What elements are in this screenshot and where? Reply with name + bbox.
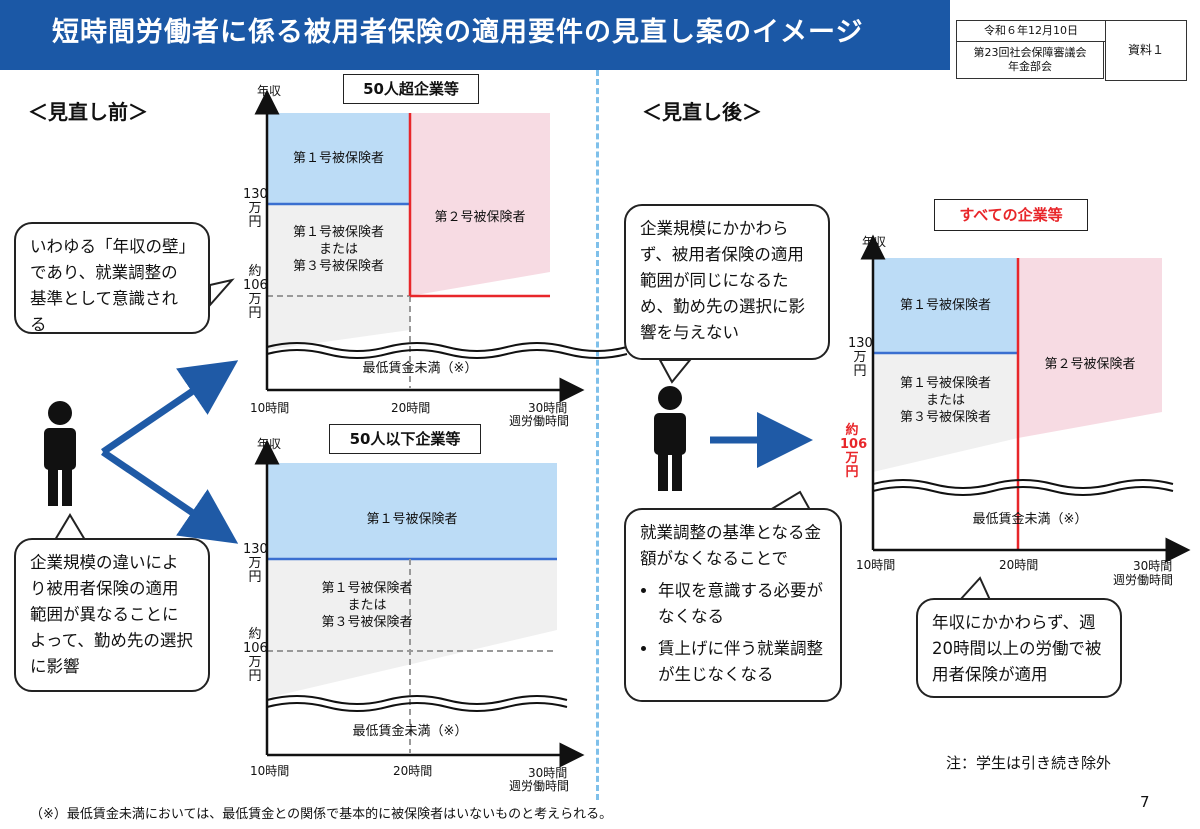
- chart-title-small: 50人以下企業等: [329, 424, 481, 454]
- ins1-area-all: [873, 258, 1018, 353]
- chart-small: [254, 439, 585, 768]
- y-axis-label-all: 年収: [862, 235, 887, 249]
- wave-small: [266, 695, 568, 712]
- page-title: 短時間労働者に係る被用者保険の適用要件の見直し案のイメージ: [52, 17, 864, 48]
- bullet-1: 年収を意識する必要がなくなる: [658, 578, 826, 630]
- after-heading: ＜見直し後＞: [642, 100, 762, 124]
- ins1or3-label-small: 第１号被保険者または第３号被保険者: [321, 581, 413, 630]
- x-unit-all: 週労働時間: [1113, 573, 1174, 587]
- bubble-no-threshold: 就業調整の基準となる金額がなくなることで 年収を意識する必要がなくなる 賃上げに…: [624, 508, 842, 702]
- before-heading: ＜見直し前＞: [28, 100, 148, 124]
- x-unit-large: 週労働時間: [509, 414, 570, 428]
- x-tick-30-large: 30時間: [528, 401, 568, 415]
- x-tick-10-all: 10時間: [856, 558, 896, 572]
- arrow-up-icon: [101, 360, 239, 455]
- header-bar: [0, 0, 950, 70]
- person-icon-left: [44, 401, 76, 506]
- chart-title-all: すべての企業等: [934, 199, 1088, 231]
- y-axis-label-large: 年収: [257, 84, 282, 98]
- footnote: （※）最低賃金未満においては、最低賃金との関係で基本的に被保険者はいないものと考…: [30, 807, 613, 822]
- chart-all: [860, 234, 1191, 563]
- ins2-area-large: [410, 113, 550, 296]
- x-tick-20-large: 20時間: [391, 401, 431, 415]
- bubble-same-scope: 企業規模にかかわらず、被用者保険の適用範囲が同じになるため、勤め先の選択に影響を…: [624, 204, 830, 360]
- ins1-area-large: [267, 113, 410, 204]
- ins1-label-all: 第１号被保険者: [899, 298, 991, 313]
- page-number: 7: [1140, 793, 1150, 811]
- person-icon-right: [654, 386, 686, 491]
- ins2-area-all: [1018, 258, 1162, 438]
- wave-large: [266, 342, 628, 359]
- min-wage-label-all: 最低賃金未満（※）: [972, 512, 1088, 527]
- divider: [596, 70, 599, 800]
- x-tick-30-small: 30時間: [528, 766, 568, 780]
- arrow-down-icon: [101, 449, 239, 544]
- bubble-tail-5: [957, 576, 992, 601]
- meeting-box: 第23回社会保障審議会 年金部会: [956, 41, 1104, 79]
- x-tick-10-large: 10時間: [250, 401, 290, 415]
- x-tick-20-small: 20時間: [393, 764, 433, 778]
- ins1or3-label-large: 第１号被保険者または第３号被保険者: [292, 225, 384, 274]
- ins1-area-small: [267, 463, 557, 559]
- bullet-2: 賃上げに伴う就業調整が生じなくなる: [658, 636, 826, 688]
- min-wage-label-large: 最低賃金未満（※）: [362, 361, 478, 376]
- ins1or3-label-all: 第１号被保険者または第３号被保険者: [899, 376, 991, 425]
- ins1or3-area-small: [267, 559, 557, 698]
- bubble-company-size: 企業規模の違いにより被用者保険の適用範囲が異なることによって、勤め先の選択に影響: [14, 538, 210, 692]
- bubble-20h-rule: 年収にかかわらず、週20時間以上の労働で被用者保険が適用: [916, 598, 1122, 698]
- wave-all: [872, 479, 1174, 496]
- y-axis-label-small: 年収: [257, 437, 282, 451]
- ins1or3-area-large: [267, 204, 410, 320]
- bubble-bullets: 年収を意識する必要がなくなる 賃上げに伴う就業調整が生じなくなる: [640, 578, 826, 688]
- x-tick-30-all: 30時間: [1133, 559, 1173, 573]
- bubble-no-threshold-intro: 就業調整の基準となる金額がなくなることで: [640, 523, 822, 568]
- x-tick-10-small: 10時間: [250, 764, 290, 778]
- bubble-income-wall: いわゆる「年収の壁」であり、就業調整の基準として意識される: [14, 222, 210, 334]
- student-note: 注：学生は引き続き除外: [946, 754, 1112, 772]
- ins1-label-large: 第１号被保険者: [292, 151, 384, 166]
- meeting-line1: 第23回社会保障審議会: [973, 46, 1087, 59]
- chart-large: [254, 89, 628, 403]
- bubble-tail-3: [658, 359, 693, 384]
- below106-area-large: [267, 296, 410, 350]
- bubble-tail-1: [209, 278, 235, 308]
- min-wage-label-small: 最低賃金未満（※）: [352, 724, 468, 739]
- ins1-label-small: 第１号被保険者: [366, 512, 458, 527]
- ins2-label-all: 第２号被保険者: [1044, 357, 1136, 372]
- ins2-label-large: 第２号被保険者: [434, 210, 526, 225]
- x-tick-20-all: 20時間: [999, 558, 1039, 572]
- x-unit-small: 週労働時間: [509, 779, 570, 793]
- chart-title-large: 50人超企業等: [343, 74, 479, 104]
- meeting-line2: 年金部会: [1008, 60, 1052, 73]
- doc-label: 資料１: [1105, 20, 1187, 81]
- ins1or3-area-all: [873, 353, 1018, 472]
- bubble-tail-2: [53, 513, 87, 541]
